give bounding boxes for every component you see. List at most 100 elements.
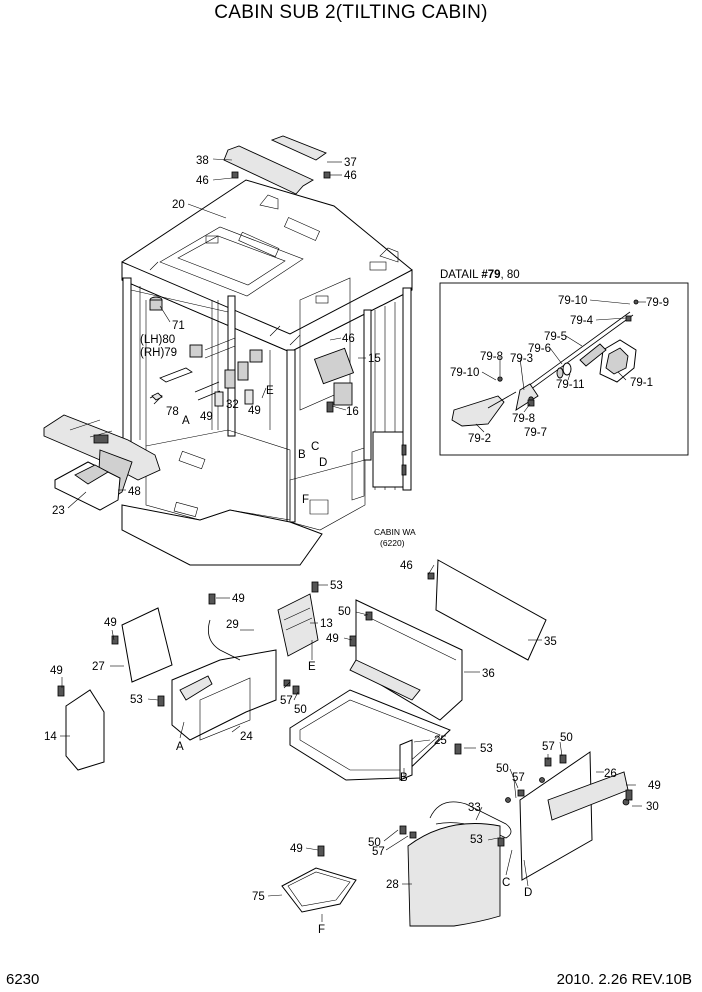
label-49: 49 bbox=[232, 593, 245, 605]
label-15: 15 bbox=[368, 353, 381, 365]
panel-27 bbox=[121, 607, 173, 683]
label-30: 30 bbox=[646, 801, 659, 813]
label-79-10: 79-10 bbox=[558, 295, 587, 307]
label-79-1: 79-1 bbox=[630, 377, 653, 389]
label-49: 49 bbox=[290, 843, 303, 855]
label-29: 29 bbox=[226, 619, 239, 631]
label-27: 27 bbox=[92, 661, 105, 673]
label-b: B bbox=[298, 449, 306, 461]
label-57: 57 bbox=[542, 741, 555, 753]
label-33: 33 bbox=[468, 802, 481, 814]
label-d: D bbox=[524, 887, 532, 899]
label-49: 49 bbox=[248, 405, 261, 417]
cover-28 bbox=[407, 823, 501, 927]
label-rh-79: (RH)79 bbox=[140, 347, 177, 359]
label-49: 49 bbox=[648, 780, 661, 792]
label-46: 46 bbox=[342, 333, 355, 345]
label-78: 78 bbox=[166, 406, 179, 418]
label-53: 53 bbox=[480, 743, 493, 755]
duct-24 bbox=[171, 649, 277, 741]
label-23: 23 bbox=[52, 505, 65, 517]
label-c: C bbox=[502, 877, 510, 889]
label-79-10: 79-10 bbox=[450, 367, 479, 379]
fasteners bbox=[57, 171, 633, 857]
label-75: 75 bbox=[252, 891, 265, 903]
label-24: 24 bbox=[240, 731, 253, 743]
label-49: 49 bbox=[50, 665, 63, 677]
label-79-3: 79-3 bbox=[510, 353, 533, 365]
label-f: F bbox=[302, 494, 309, 506]
label-79-11: 79-11 bbox=[556, 379, 585, 391]
leader-lines bbox=[60, 158, 646, 922]
detail-title: DATAIL #79, 80 bbox=[440, 269, 520, 281]
label-20: 20 bbox=[172, 199, 185, 211]
label-e: E bbox=[308, 661, 316, 673]
floor-panel-35 bbox=[435, 559, 547, 661]
label-49: 49 bbox=[326, 633, 339, 645]
page-number: 6230 bbox=[6, 971, 40, 988]
cover-36 bbox=[349, 599, 463, 721]
support-26 bbox=[519, 751, 630, 881]
label-79-5: 79-5 bbox=[544, 331, 567, 343]
label-38: 38 bbox=[196, 155, 209, 167]
label-57: 57 bbox=[280, 695, 293, 707]
label-35: 35 bbox=[544, 636, 557, 648]
label-50: 50 bbox=[294, 704, 307, 716]
callout-labels: 38 37 46 46 20 71 (LH)80 (RH)79 46 15 16… bbox=[44, 155, 669, 936]
label-13: 13 bbox=[320, 618, 333, 630]
revision-date: 2010. 2.26 REV.10B bbox=[556, 971, 692, 988]
floor-plate-25 bbox=[289, 689, 451, 781]
label-79-7: 79-7 bbox=[524, 427, 547, 439]
label-79-8: 79-8 bbox=[512, 413, 535, 425]
label-48: 48 bbox=[128, 486, 141, 498]
label-lh-80: (LH)80 bbox=[140, 334, 175, 346]
cabin-ref-label: CABIN WA bbox=[374, 527, 416, 537]
label-53: 53 bbox=[130, 694, 143, 706]
detail-79-80-assembly bbox=[451, 299, 639, 427]
label-49: 49 bbox=[104, 617, 117, 629]
label-50: 50 bbox=[368, 837, 381, 849]
label-14: 14 bbox=[44, 731, 57, 743]
label-e: E bbox=[266, 385, 274, 397]
roof-cover-plate-38 bbox=[223, 135, 327, 195]
label-28: 28 bbox=[386, 879, 399, 891]
front-console-23 bbox=[43, 414, 161, 511]
label-26: 26 bbox=[604, 768, 617, 780]
label-c: C bbox=[311, 441, 319, 453]
label-79-8: 79-8 bbox=[480, 351, 503, 363]
label-16: 16 bbox=[346, 406, 359, 418]
label-50: 50 bbox=[560, 732, 573, 744]
label-79-2: 79-2 bbox=[468, 433, 491, 445]
label-57: 57 bbox=[512, 772, 525, 784]
label-53: 53 bbox=[470, 834, 483, 846]
label-b: B bbox=[400, 772, 408, 784]
label-36: 36 bbox=[482, 668, 495, 680]
label-d: D bbox=[319, 457, 327, 469]
cover-14 bbox=[65, 689, 105, 771]
plate-75 bbox=[281, 867, 357, 913]
label-71: 71 bbox=[172, 320, 185, 332]
label-79-6: 79-6 bbox=[528, 343, 551, 355]
label-32: 32 bbox=[226, 399, 239, 411]
label-46: 46 bbox=[196, 175, 209, 187]
label-79-4: 79-4 bbox=[570, 315, 594, 327]
label-25: 25 bbox=[434, 735, 447, 747]
cabin-frame-20 bbox=[109, 179, 413, 566]
label-a: A bbox=[182, 415, 190, 427]
label-57: 57 bbox=[372, 846, 385, 858]
label-49: 49 bbox=[200, 411, 213, 423]
pipe-29 bbox=[207, 619, 241, 661]
detail-79-80-frame bbox=[439, 282, 689, 456]
label-50: 50 bbox=[338, 606, 351, 618]
label-a: A bbox=[176, 741, 184, 753]
label-37: 37 bbox=[344, 157, 357, 169]
label-46: 46 bbox=[344, 170, 357, 182]
cabin-ref-page: (6220) bbox=[380, 538, 405, 548]
page-title: CABIN SUB 2(TILTING CABIN) bbox=[214, 2, 488, 23]
label-79-9: 79-9 bbox=[646, 297, 669, 309]
label-f: F bbox=[318, 924, 325, 936]
label-50: 50 bbox=[496, 763, 509, 775]
label-53: 53 bbox=[330, 580, 343, 592]
